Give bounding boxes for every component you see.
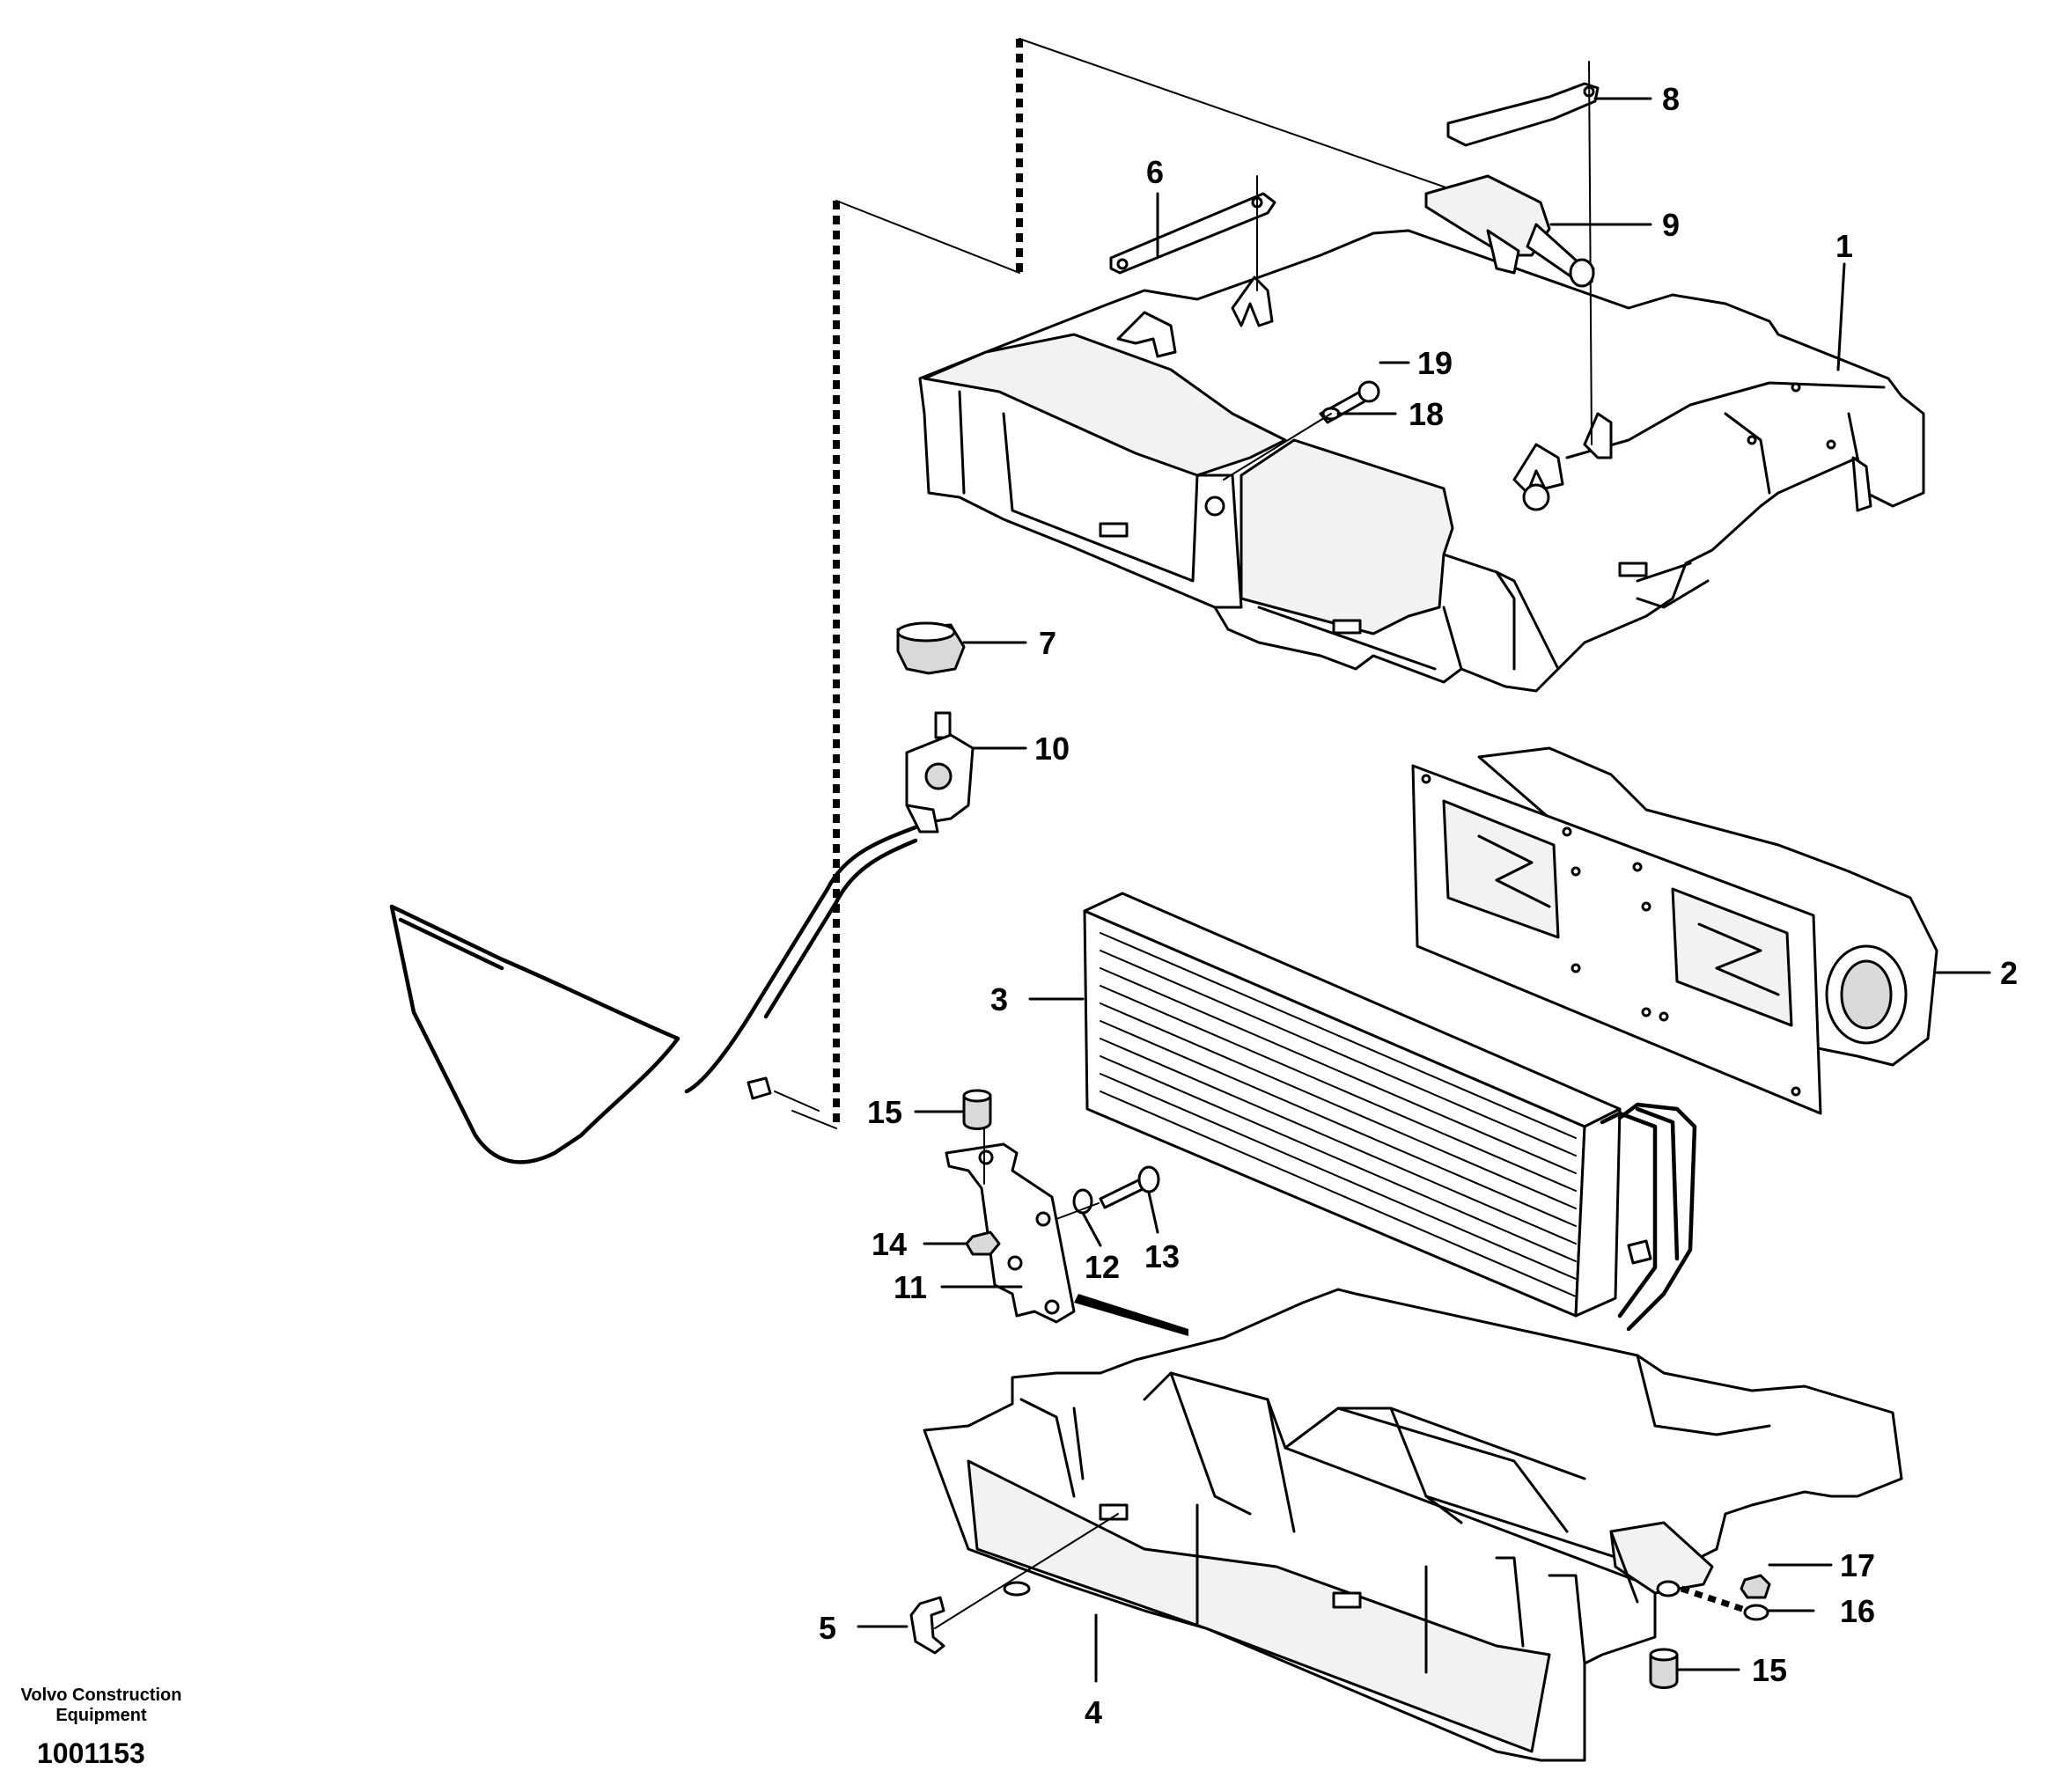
callout-9: 9 — [1662, 207, 1680, 243]
valve-part-9 — [1424, 174, 1595, 288]
lower-housing-part-4 — [923, 1288, 1903, 1762]
callout-6: 6 — [1146, 154, 1164, 190]
callout-19: 19 — [1417, 345, 1453, 381]
control-cable — [389, 825, 918, 1164]
nut-part-17 — [1740, 1574, 1771, 1599]
bracket-part-8 — [1446, 61, 1600, 445]
callout-11: 11 — [894, 1269, 927, 1305]
washer-part-18 — [1223, 407, 1341, 481]
control-valve-part-10 — [905, 711, 975, 834]
callout-14: 14 — [872, 1226, 907, 1262]
drawing-number: 1001153 — [37, 1737, 145, 1769]
callout-15-lower: 15 — [1752, 1652, 1787, 1688]
upper-housing-part-1 — [918, 229, 1925, 693]
callout-17: 17 — [1840, 1547, 1875, 1583]
spacer-part-15-upper — [962, 1089, 992, 1130]
heater-core-part-3 — [1083, 892, 1697, 1332]
callout-13: 13 — [1144, 1238, 1180, 1274]
callout-15-upper: 15 — [867, 1094, 902, 1130]
callout-12: 12 — [1085, 1249, 1120, 1285]
callout-10: 10 — [1034, 731, 1070, 767]
callout-1: 1 — [1835, 228, 1853, 264]
reference-lines — [791, 38, 1515, 1129]
bracket-part-6 — [1109, 175, 1276, 291]
callout-numbers: 1 2 3 4 5 6 7 8 9 10 11 12 13 14 15 15 1… — [819, 81, 2018, 1730]
callout-8: 8 — [1662, 81, 1680, 117]
footer-block: Volvo Construction Equipment 1001153 — [21, 1686, 182, 1769]
callout-16: 16 — [1840, 1593, 1875, 1629]
nut-part-14 — [965, 1230, 1001, 1256]
clip-part-5 — [909, 1513, 1119, 1655]
callout-2: 2 — [2000, 955, 2018, 991]
callout-3: 3 — [990, 981, 1008, 1017]
company-name-line1: Volvo Construction — [21, 1686, 182, 1705]
callout-18: 18 — [1409, 396, 1444, 432]
company-name-line2: Equipment — [55, 1706, 147, 1725]
blower-part-2 — [1411, 746, 1938, 1115]
callout-4: 4 — [1085, 1694, 1102, 1730]
screw-part-13 — [1056, 1165, 1160, 1220]
core-fins — [1100, 932, 1577, 1297]
washer-part-16 — [1743, 1604, 1769, 1621]
callout-leaders — [857, 97, 1991, 1683]
callout-5: 5 — [819, 1610, 836, 1646]
knob-part-7 — [896, 621, 966, 675]
bracket-part-11 — [945, 1108, 1188, 1336]
spacer-part-15-lower — [1649, 1648, 1679, 1689]
callout-7: 7 — [1039, 625, 1056, 661]
